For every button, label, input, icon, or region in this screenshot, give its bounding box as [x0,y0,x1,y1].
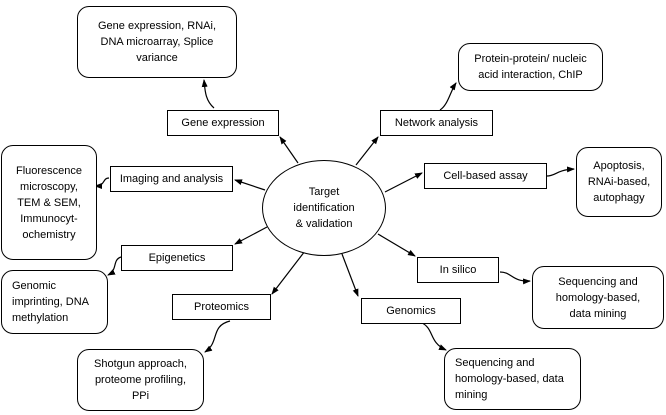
category-proteomics: Proteomics [172,294,271,320]
category-label: Network analysis [394,117,479,129]
category-network-analysis: Network analysis [380,110,493,136]
category-gene-expression: Gene expression [167,110,279,136]
detail-network-analysis: Protein-protein/ nucleic acid interactio… [458,43,603,91]
category-label: Genomics [386,305,436,317]
category-in-silico: In silico [417,257,499,283]
category-imaging-and-analysis: Imaging and analysis [110,166,233,192]
detail-epigenetics: Genomic imprinting, DNA methylation [1,270,108,334]
detail-cell-based-assay: Apoptosis, RNAi-based, autophagy [576,147,662,217]
edge-epigenetics-detail [107,256,122,276]
edge-genomics-detail [419,321,447,351]
edge-center-in-silico [377,233,416,257]
edge-center-imaging [234,179,266,191]
edge-imaging-detail [94,177,110,189]
category-label: In silico [439,264,477,276]
detail-label: Gene expression, RNAi, DNA microarray, S… [98,20,216,64]
detail-proteomics: Shotgun approach, proteome profiling, PP… [77,349,204,411]
edge-center-cell-based [384,172,423,193]
category-label: Proteomics [193,301,250,313]
edge-proteomics-detail [204,320,231,353]
category-genomics: Genomics [361,298,461,324]
edge-gene-expression-detail [201,79,215,109]
detail-label: Protein-protein/ nucleic acid interactio… [474,53,587,81]
detail-in-silico: Sequencing and homology-based, data mini… [532,266,664,329]
detail-gene-expression: Gene expression, RNAi, DNA microarray, S… [77,6,237,78]
detail-label: Apoptosis, RNAi-based, autophagy [587,160,651,204]
central-node-target-identification: Target identification & validation [262,160,386,256]
category-epigenetics: Epigenetics [121,245,233,271]
detail-label: Sequencing and homology-based, data mini… [555,275,641,320]
category-label: Epigenetics [148,252,206,264]
edge-center-network-analysis [355,136,379,166]
edge-center-proteomics [271,250,306,295]
edge-cell-based-detail [546,166,575,177]
category-label: Cell-based assay [443,170,528,182]
detail-label: Genomic imprinting, DNA methylation [12,280,90,324]
edge-in-silico-detail [499,271,531,285]
central-node-label: Target identification & validation [293,186,355,230]
detail-imaging-and-analysis: Fluorescence microscopy, TEM & SEM, Immu… [1,145,97,260]
edge-center-genomics [341,253,359,297]
category-label: Gene expression [181,117,265,129]
detail-genomics: Sequencing and homology-based, data mini… [444,348,581,410]
detail-label: Sequencing and homology-based, data mini… [455,357,564,401]
edge-network-analysis-detail [439,82,457,111]
category-cell-based-assay: Cell-based assay [424,163,547,189]
edge-center-epigenetics [234,226,268,245]
edge-center-gene-expression [279,136,299,164]
category-label: Imaging and analysis [119,173,224,185]
detail-label: Fluorescence microscopy, TEM & SEM, Immu… [15,164,83,241]
detail-label: Shotgun approach, proteome profiling, PP… [94,358,187,402]
